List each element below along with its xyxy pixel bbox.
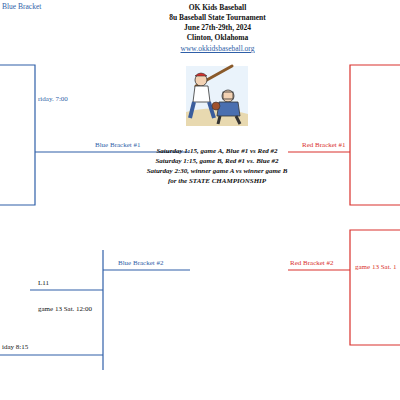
game-time: iday 8:15 [2, 344, 28, 352]
bracket-slot: Blue Bracket #2 [118, 260, 164, 268]
baseball-illustration [186, 66, 248, 126]
game-time: riday. 7:00 [38, 96, 68, 104]
bracket-slot: Red Bracket #2 [290, 260, 334, 268]
header-title: OK Kids Baseball [140, 4, 295, 12]
schedule-note: Saturday 1:15, game B, Red #1 vs. Blue #… [127, 158, 307, 166]
header-line: Clinton, Oklahoma [140, 34, 295, 42]
schedule-note: for the STATE CHAMPIONSHIP [127, 178, 307, 186]
game-code: L11 [38, 280, 49, 288]
game-time: game 13 Sat. 1 [355, 264, 397, 272]
website-link: www.okkidsbaseball.org [140, 45, 295, 53]
bracket-slot: Red Bracket #1 [302, 142, 346, 150]
bracket-slot: Blue Bracket #1 [95, 142, 141, 150]
schedule-note: Saturday 2:30, winner game A vs winner g… [127, 168, 307, 176]
bracket-heading: Blue Bracket [2, 3, 41, 11]
header-line: 8u Baseball State Tournament [140, 14, 295, 22]
schedule-note: Saturday 1:15, game A, Blue #1 vs Red #2 [127, 148, 307, 156]
header-line: June 27th-29th, 2024 [140, 24, 295, 32]
game-time: game 13 Sat. 12:00 [38, 306, 92, 314]
